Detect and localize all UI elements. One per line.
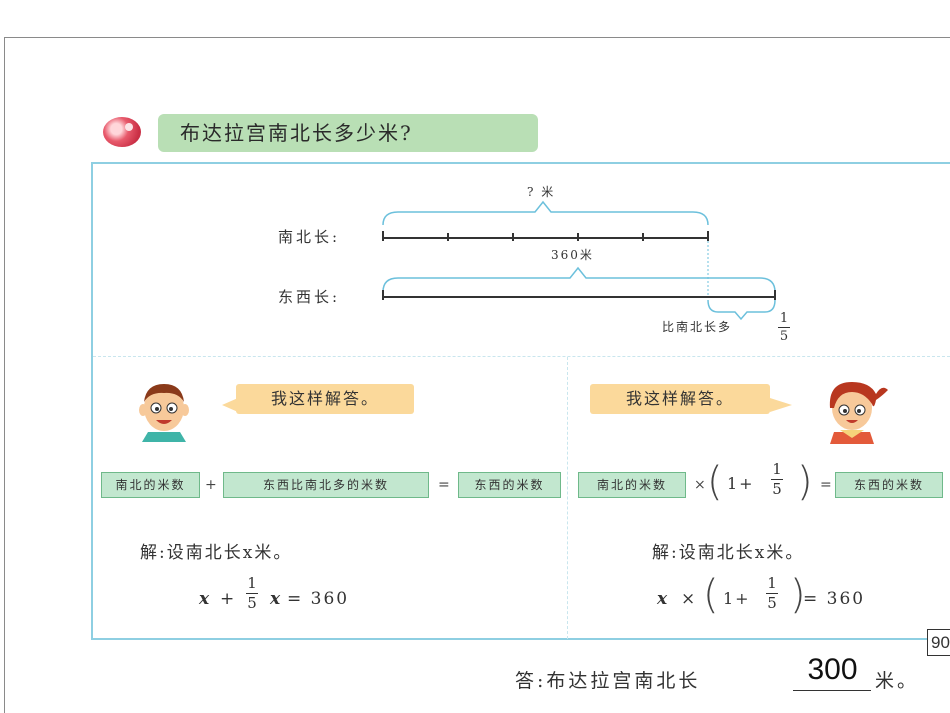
bubble-tail (222, 398, 238, 412)
right-eq-fraction: 1 5 (766, 576, 778, 611)
fraction-numerator: 1 (772, 460, 782, 478)
slide-frame (4, 37, 950, 713)
left-equals-op: = (438, 477, 450, 493)
right-eq-times: × (681, 589, 698, 609)
right-fraction: 1 5 (771, 462, 783, 497)
right-box-ew-meters: 东西的米数 (835, 472, 943, 498)
right-box-ns-meters: 南北的米数 (578, 472, 686, 498)
left-box-ns-meters: 南北的米数 (101, 472, 200, 498)
left-eq-x: x (199, 589, 212, 609)
left-eq-rhs: = 360 (287, 589, 350, 609)
right-open-paren: ( (707, 459, 723, 505)
fraction-numerator: 1 (247, 574, 257, 592)
left-eq-fraction: 1 5 (246, 576, 258, 611)
extra-brace (707, 299, 776, 321)
fraction-numerator: 1 (767, 574, 777, 592)
right-eq-one-plus: 1+ (723, 589, 751, 608)
panel-divider-vertical (567, 357, 568, 639)
right-eq-close-paren: ) (790, 572, 806, 618)
fraction-denominator: 5 (767, 594, 777, 612)
answer-blank-line (793, 690, 871, 691)
right-equals-op: = (820, 477, 832, 493)
left-box-diff-meters: 东西比南北多的米数 (223, 472, 429, 498)
left-speech-bubble: 我这样解答。 (236, 384, 414, 414)
page-number-tag: 90 (927, 629, 950, 656)
boy-avatar-icon (139, 384, 189, 442)
question-banner: 布达拉宫南北长多少米? (158, 114, 538, 152)
right-eq-open-paren: ( (703, 572, 719, 618)
ns-unknown-brace (382, 200, 709, 226)
extra-fraction: 1 5 (778, 312, 790, 343)
left-box-ew-meters: 东西的米数 (458, 472, 561, 498)
fraction-denominator: 5 (779, 329, 789, 344)
ns-length-label: 360米 (551, 248, 594, 262)
right-let-statement: 解:设南北长x米。 (652, 543, 805, 563)
right-eq-rhs: = 360 (803, 589, 866, 609)
answer-suffix: 米。 (875, 670, 920, 692)
fraction-denominator: 5 (772, 480, 782, 498)
fraction-denominator: 5 (247, 594, 257, 612)
ew-brace (382, 266, 776, 293)
extra-label: 比南北长多 (662, 320, 733, 334)
left-eq-plus: + (220, 589, 237, 609)
right-one-plus: 1+ (727, 474, 755, 493)
right-close-paren: ) (797, 459, 813, 505)
left-eq-x2: x (270, 589, 283, 609)
bubble-tail (770, 398, 792, 412)
girl-avatar-icon (829, 382, 888, 444)
unknown-length-label: ? 米 (527, 185, 556, 199)
segment-diagram (382, 200, 776, 321)
ew-label: 东西长: (278, 288, 341, 306)
answer-prefix: 答:布达拉宫南北长 (515, 670, 701, 692)
question-bullet-icon (103, 117, 141, 147)
right-eq-x: x (657, 589, 670, 609)
answer-value[interactable]: 300 (807, 653, 858, 686)
fraction-numerator: 1 (779, 311, 789, 326)
panel-divider-horizontal (93, 356, 950, 357)
solution-panel (91, 162, 950, 640)
left-let-statement: 解:设南北长x米。 (140, 543, 293, 563)
right-times-op: × (694, 477, 706, 493)
ns-label: 南北长: (278, 228, 341, 246)
right-speech-bubble: 我这样解答。 (590, 384, 770, 414)
left-plus-op: + (205, 477, 217, 493)
